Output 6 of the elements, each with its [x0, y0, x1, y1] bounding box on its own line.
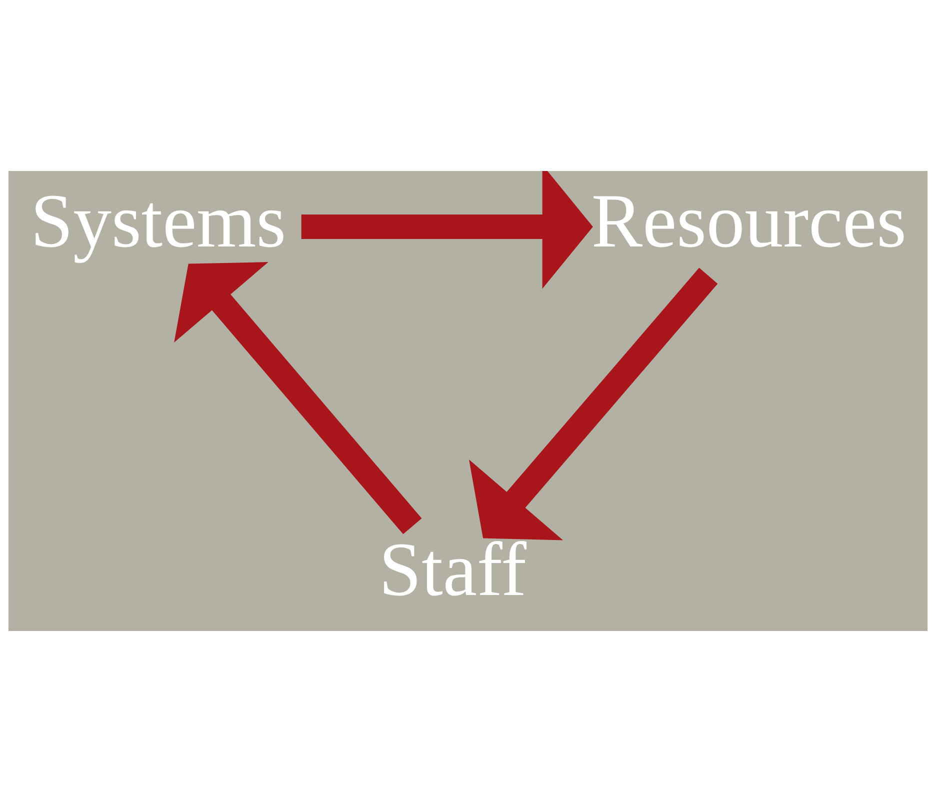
arrow: [468, 268, 718, 540]
node-text: Resources: [591, 178, 906, 264]
arrow: [174, 262, 422, 534]
node-text: Staff: [378, 526, 527, 612]
arrow: [301, 171, 593, 289]
node-text: Systems: [30, 178, 286, 264]
